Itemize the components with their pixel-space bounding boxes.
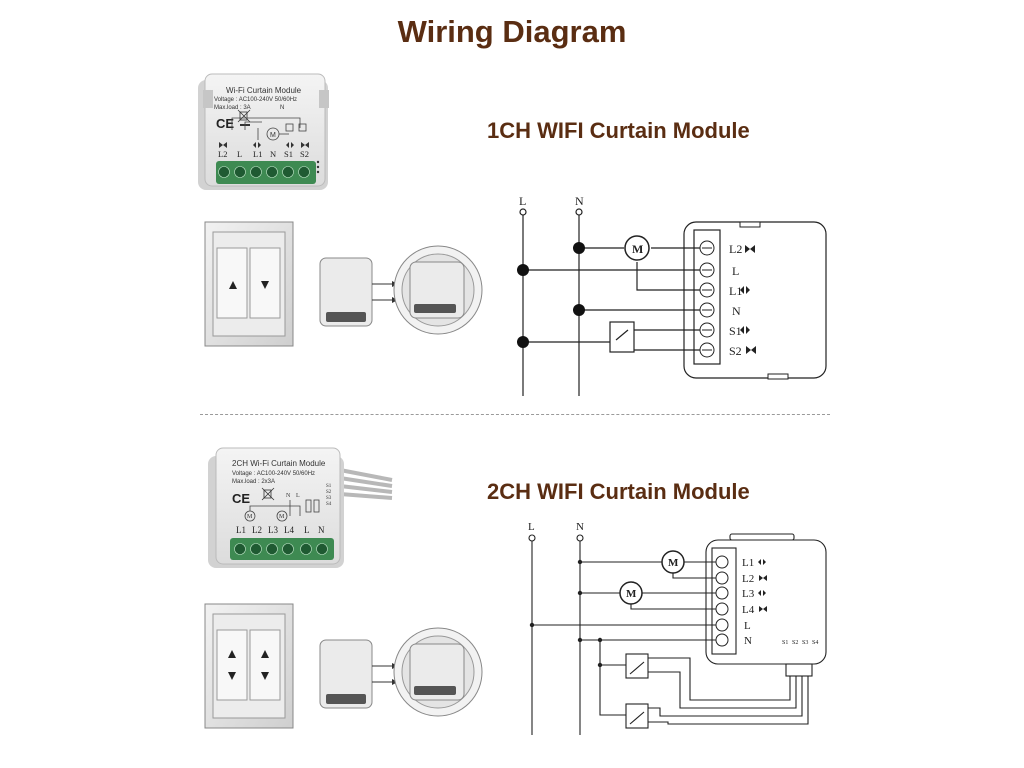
section-divider bbox=[200, 414, 830, 415]
terminal-label-2ch: L2 bbox=[742, 573, 754, 585]
wall-box-2ch bbox=[393, 627, 483, 717]
module-2ch-terminal-label: L4 bbox=[284, 525, 294, 535]
terminal-label-2ch: L3 bbox=[742, 588, 755, 600]
module-2ch-photo: 2CH Wi-Fi Curtain Module Voltage : AC100… bbox=[208, 447, 393, 568]
schematic-2ch bbox=[528, 533, 827, 735]
module-1ch-terminal-label: N bbox=[270, 149, 276, 159]
terminal-label-1ch: S1 bbox=[729, 324, 742, 338]
line-label-l-1ch: L bbox=[519, 194, 526, 208]
side-mark-2ch: S2 bbox=[792, 640, 798, 646]
direction-symbols-1ch bbox=[740, 245, 756, 354]
module-2ch-side-mark: S3 bbox=[326, 496, 332, 501]
terminal-symbols bbox=[219, 142, 309, 148]
ce-mark-2ch: CE bbox=[232, 491, 250, 506]
module-2ch-terminal-label: L2 bbox=[252, 525, 262, 535]
module-2ch-terminal-label: L bbox=[304, 525, 310, 535]
side-mark-2ch: S1 bbox=[782, 640, 788, 646]
wall-switch-1ch bbox=[204, 221, 294, 347]
module-1ch-maxload: Max.load : 3A bbox=[214, 105, 251, 111]
line-label-n-2ch: N bbox=[576, 521, 584, 533]
motor-label-1ch: M bbox=[632, 242, 643, 256]
line-label-n-1ch: N bbox=[575, 194, 584, 208]
motor-label-2ch: M bbox=[668, 557, 679, 569]
module-2ch-ln-mark: L bbox=[296, 493, 300, 499]
terminal-label-1ch: L bbox=[732, 264, 739, 278]
terminal-label-2ch: L1 bbox=[742, 557, 754, 569]
wall-switch-2ch bbox=[204, 603, 294, 729]
terminal-label-2ch: L4 bbox=[742, 604, 755, 616]
module-2ch-motor-mark: M bbox=[247, 514, 253, 520]
side-mark-2ch: S3 bbox=[802, 640, 808, 646]
motor-label-2ch: M bbox=[626, 588, 637, 600]
weee-icon-2ch bbox=[261, 487, 275, 501]
side-mark-2ch: S4 bbox=[812, 640, 818, 646]
terminal-label-1ch: N bbox=[732, 304, 741, 318]
module-1ch-photo: Wi-Fi Curtain Module Voltage : AC100-240… bbox=[198, 73, 329, 190]
module-1ch-terminal-label: S1 bbox=[284, 149, 293, 159]
schematic-2ch-marks bbox=[529, 550, 729, 668]
module-2ch-voltage: Voltage : AC100-240V 50/60Hz bbox=[232, 471, 315, 477]
wall-box-1ch bbox=[393, 245, 483, 335]
module-2ch-side-mark: S4 bbox=[326, 502, 332, 507]
terminal-label-1ch: L1 bbox=[729, 284, 742, 298]
module-2ch-name: 2CH Wi-Fi Curtain Module bbox=[232, 459, 326, 468]
line-label-l-2ch: L bbox=[528, 521, 535, 533]
module-1ch-terminal-label: S2 bbox=[300, 149, 309, 159]
module-2ch-terminal-label: N bbox=[318, 525, 325, 535]
module-1ch-n-mark: N bbox=[280, 105, 284, 111]
module-1ch-motor-mark: M bbox=[270, 132, 276, 139]
module-2ch-motor-mark: M bbox=[279, 514, 285, 520]
module-2ch-ln-mark: N bbox=[286, 493, 291, 499]
section-title-1ch: 1CH WIFI Curtain Module bbox=[487, 118, 750, 143]
schematic-1ch-marks bbox=[517, 221, 789, 380]
mini-module-2ch bbox=[319, 639, 398, 709]
schematic-1ch bbox=[519, 208, 827, 396]
module-1ch-terminal-label: L1 bbox=[253, 149, 262, 159]
module-2ch-side-mark: S1 bbox=[326, 484, 332, 489]
module-2ch-side-mark: S2 bbox=[326, 490, 332, 495]
direction-symbols-2ch bbox=[758, 559, 767, 612]
section-title-2ch: 2CH WIFI Curtain Module bbox=[487, 479, 750, 504]
ce-mark: CE bbox=[216, 116, 234, 131]
terminal-label-2ch: N bbox=[744, 635, 752, 647]
module-2ch-terminal-label: L1 bbox=[236, 525, 246, 535]
module-2ch-terminal-label: L3 bbox=[268, 525, 278, 535]
mini-module-1ch bbox=[319, 257, 398, 327]
module-2ch-maxload: Max.load : 2x3A bbox=[232, 479, 275, 485]
weee-icon bbox=[237, 109, 251, 123]
page-title: Wiring Diagram bbox=[397, 14, 627, 49]
module-1ch-terminal-label: L bbox=[237, 149, 242, 159]
terminal-label-2ch: L bbox=[744, 620, 751, 632]
module-1ch-name: Wi-Fi Curtain Module bbox=[226, 86, 302, 95]
terminal-label-1ch: L2 bbox=[729, 242, 742, 256]
terminal-label-1ch: S2 bbox=[729, 344, 742, 358]
module-1ch-voltage: Voltage : AC100-240V 50/60Hz bbox=[214, 97, 297, 103]
module-1ch-terminal-label: L2 bbox=[218, 149, 227, 159]
